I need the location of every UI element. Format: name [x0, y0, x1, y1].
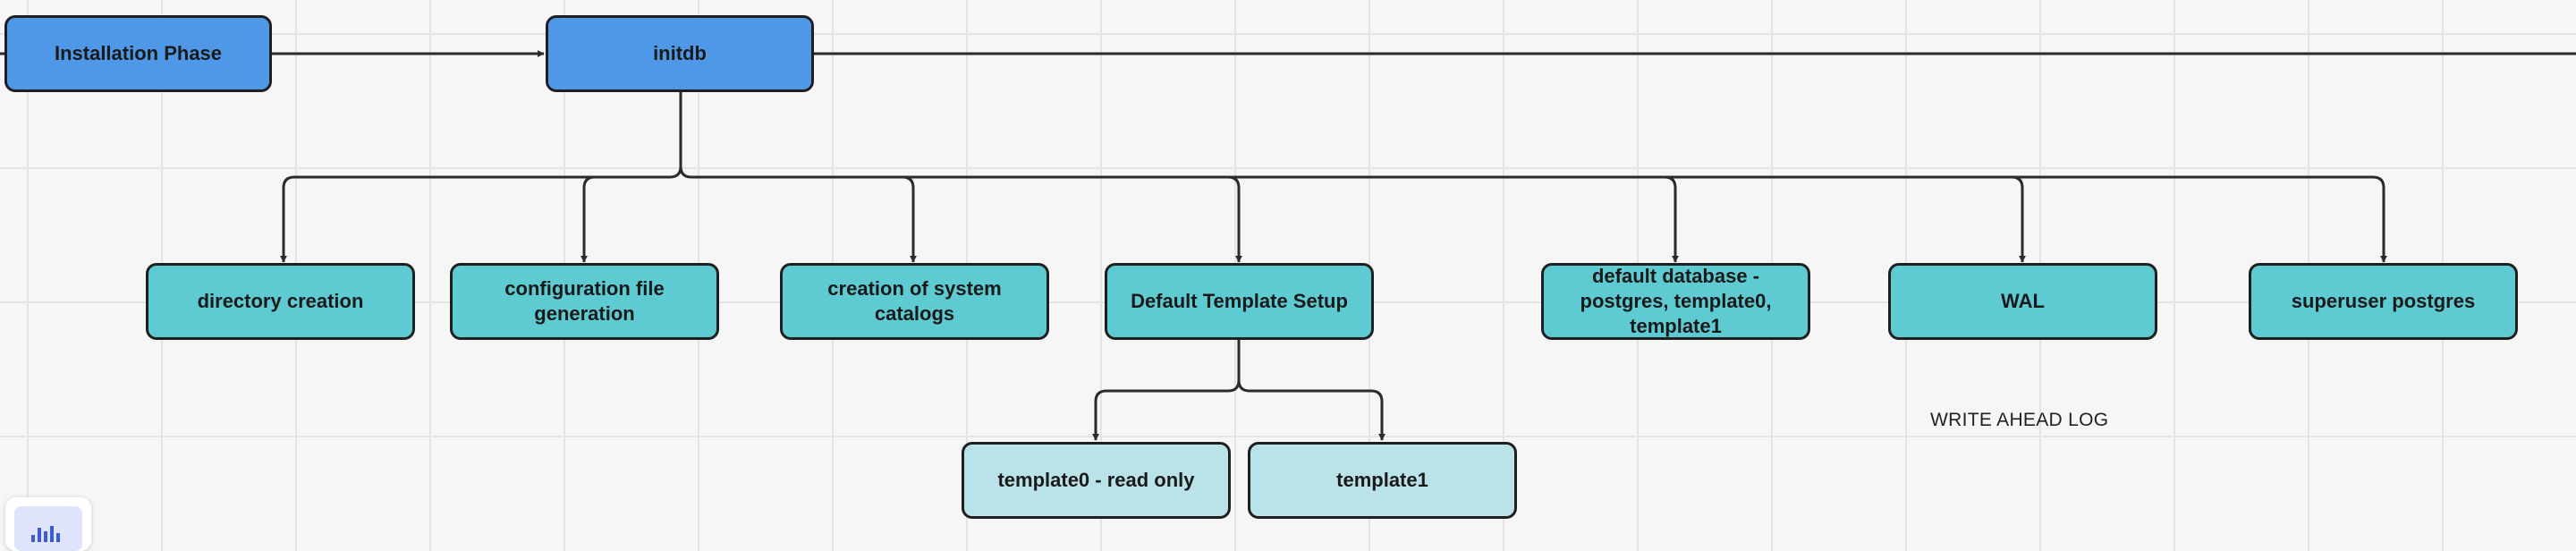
- node-default-template-setup[interactable]: Default Template Setup: [1105, 263, 1374, 340]
- connector-to-template-setup: [902, 175, 1242, 263]
- node-initdb-label: initdb: [653, 42, 707, 64]
- chart-bars-icon: [31, 526, 60, 542]
- node-installation-phase-label: Installation Phase: [54, 42, 223, 64]
- node-superuser-postgres[interactable]: superuser postgres: [2249, 263, 2518, 340]
- node-template0[interactable]: template0 - read only: [962, 442, 1231, 519]
- node-template0-label: template0 - read only: [997, 469, 1195, 491]
- node-configuration-file-generation-label: configuration file generation: [504, 277, 665, 325]
- node-directory-creation-label: directory creation: [197, 290, 364, 312]
- connector-to-template1: [1237, 379, 1385, 441]
- node-directory-creation[interactable]: directory creation: [146, 263, 415, 340]
- wal-note-text: WRITE AHEAD LOG: [1930, 410, 2109, 430]
- connector-to-template0: [1092, 340, 1241, 441]
- node-creation-of-system-catalogs[interactable]: creation of system catalogs: [780, 263, 1049, 340]
- connector-to-wal: [1665, 175, 2026, 263]
- node-initdb[interactable]: initdb: [546, 15, 814, 92]
- connector-to-default-db: [1228, 175, 1679, 263]
- node-installation-phase[interactable]: Installation Phase: [4, 15, 272, 92]
- node-default-database-label: default database - postgres, template0, …: [1580, 265, 1772, 337]
- node-creation-of-system-catalogs-label: creation of system catalogs: [827, 277, 1002, 325]
- connector-initdb-trunk: [280, 92, 682, 263]
- toolbar-chart-button[interactable]: [5, 497, 91, 551]
- node-wal[interactable]: WAL: [1888, 263, 2157, 340]
- node-wal-label: WAL: [2001, 290, 2045, 312]
- node-template1[interactable]: template1: [1248, 442, 1517, 519]
- node-default-template-setup-label: Default Template Setup: [1131, 290, 1348, 312]
- node-superuser-postgres-label: superuser postgres: [2291, 290, 2476, 312]
- node-template1-label: template1: [1336, 469, 1428, 491]
- connector-to-catalogs: [679, 165, 917, 263]
- node-configuration-file-generation[interactable]: configuration file generation: [450, 263, 719, 340]
- node-default-database[interactable]: default database - postgres, template0, …: [1541, 263, 1810, 340]
- connector-to-config: [580, 175, 596, 263]
- connector-to-superuser: [2012, 175, 2387, 263]
